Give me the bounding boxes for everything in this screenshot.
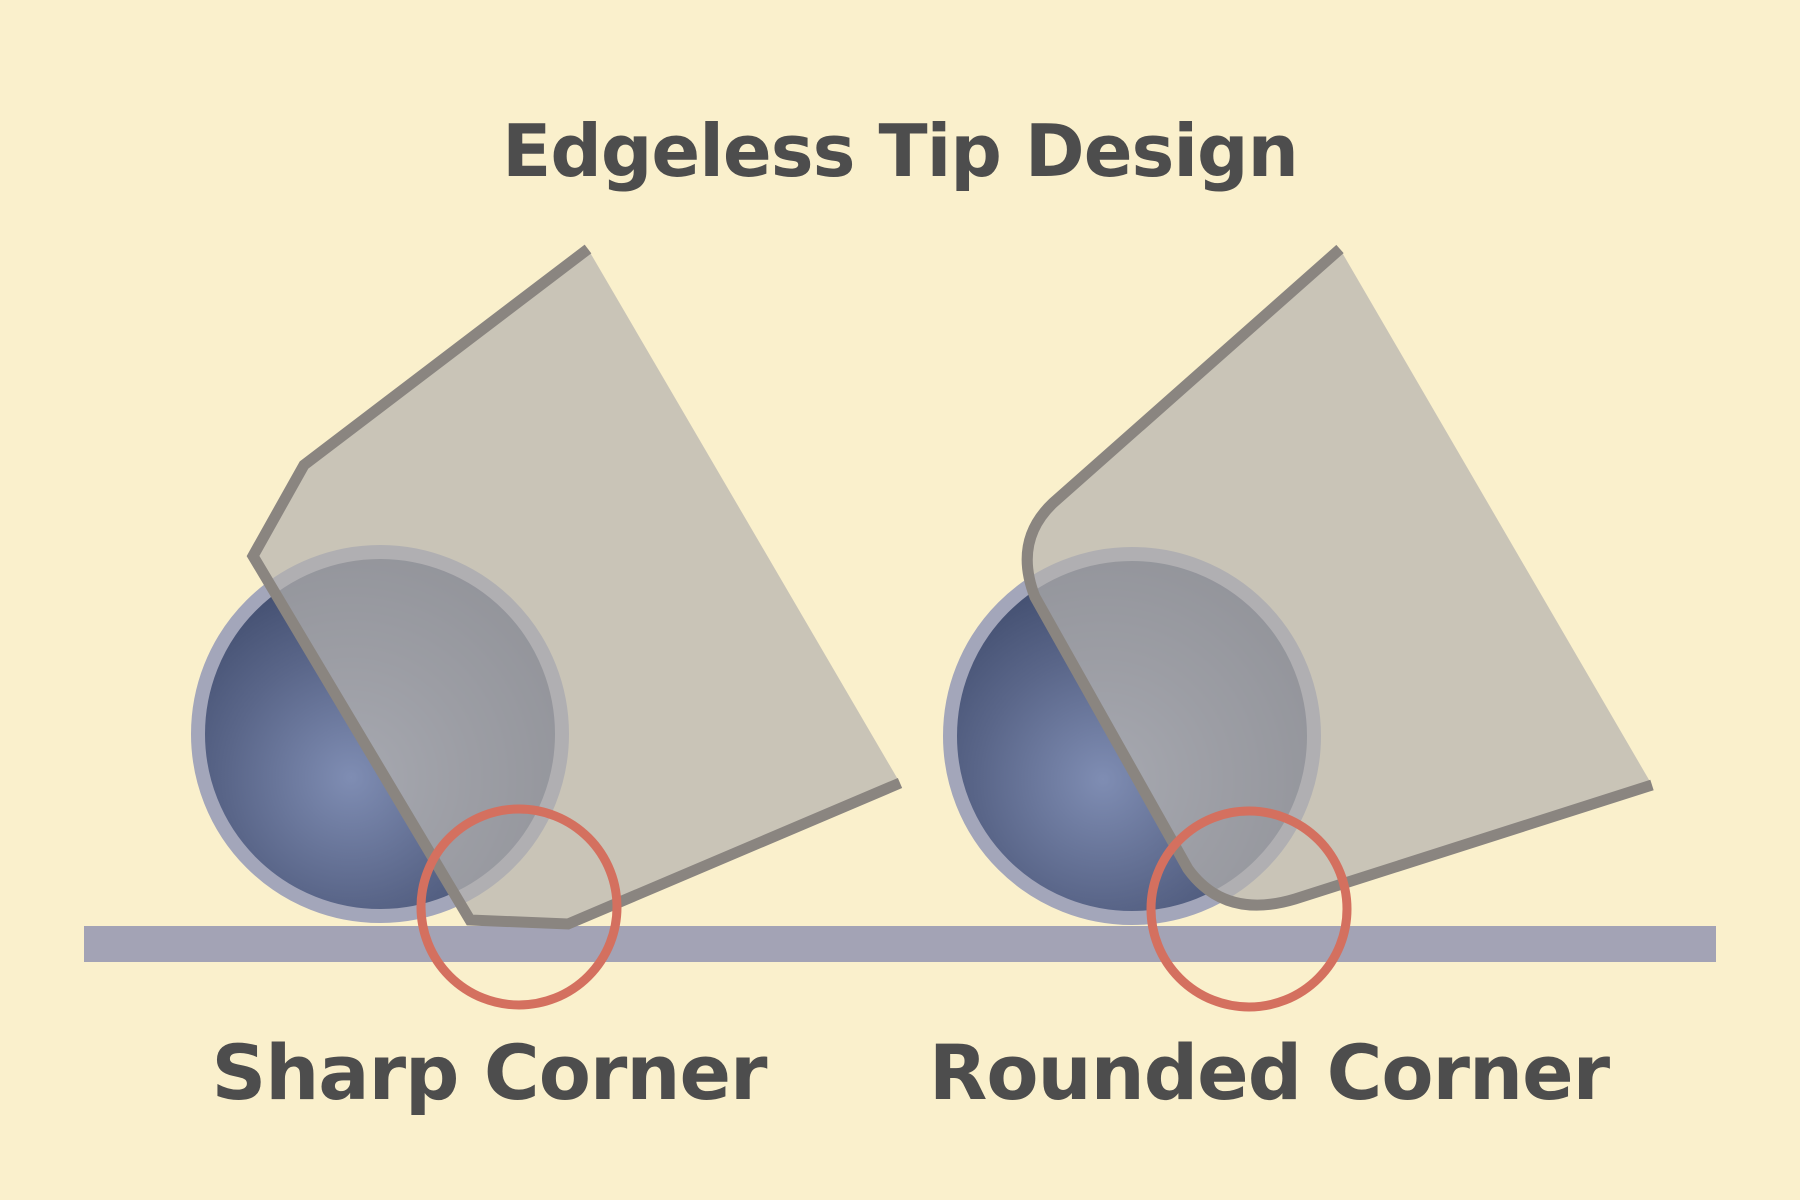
- rounded-corner-highlight-circle: [1146, 806, 1352, 1012]
- flat-surface: [84, 926, 1716, 962]
- sharp-tip-body: [253, 249, 900, 924]
- sharp-corner-caption: Sharp Corner: [211, 1028, 768, 1117]
- rounded-tip-outline: [1021, 244, 1654, 911]
- diagram-title: Edgeless Tip Design: [502, 109, 1298, 193]
- rounded-corner-example: [943, 244, 1654, 1012]
- rounded-tip-body: [1027, 249, 1652, 906]
- sharp-corner-highlight-circle: [416, 804, 622, 1010]
- sharp-tip-outline: [246, 244, 903, 930]
- sharp-corner-example: [191, 244, 903, 1010]
- rounded-corner-caption: Rounded Corner: [929, 1028, 1611, 1117]
